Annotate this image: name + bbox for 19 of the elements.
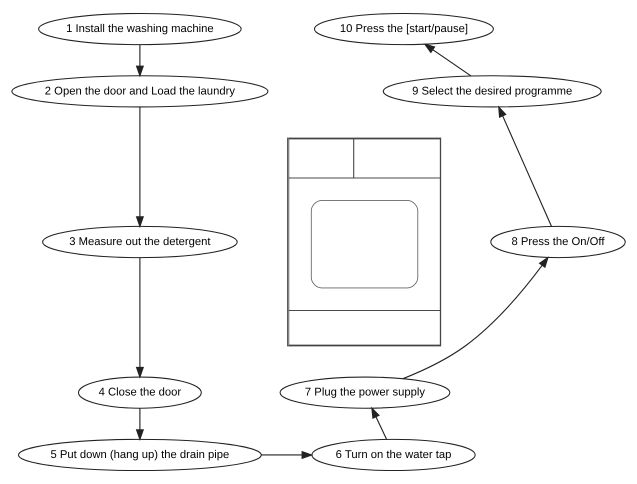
arrow <box>498 106 552 227</box>
arrow <box>261 450 314 460</box>
node-ellipse: 5 Put down (hang up) the drain pipe <box>18 438 262 472</box>
node-ellipse: 9 Select the desired programme <box>382 75 602 108</box>
node-ellipse: 7 Plug the power supply <box>280 376 450 409</box>
arrow <box>423 43 472 76</box>
arrow <box>402 256 549 380</box>
arrow <box>136 258 144 379</box>
node-ellipse: 6 Turn on the water tap <box>311 438 476 472</box>
node-ellipse: 10 Press the [start/pause] <box>314 12 494 46</box>
node-ellipse: 2 Open the door and Load the laundry <box>11 75 268 108</box>
arrow <box>371 406 387 440</box>
node-ellipse: 4 Close the door <box>78 376 202 409</box>
node-ellipse: 1 Install the washing machine <box>38 12 242 46</box>
node-ellipse: 3 Measure out the detergent <box>42 226 238 258</box>
arrow <box>136 107 144 228</box>
node-ellipse: 8 Press the On/Off <box>490 226 626 258</box>
arrow <box>136 408 144 441</box>
arrow <box>136 44 144 78</box>
